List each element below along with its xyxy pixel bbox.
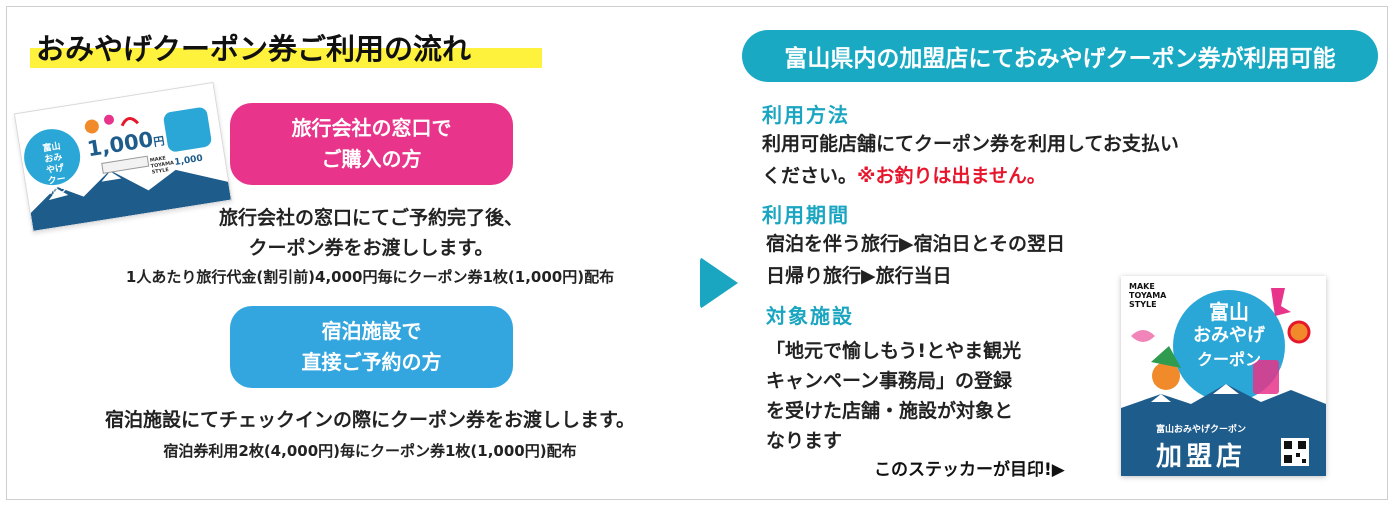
pill-line: 宿泊施設で [321,319,422,343]
title-highlight [30,48,542,68]
sticker-band-big: 加盟店 [1155,442,1246,472]
ticket-yen: 円 [152,134,166,149]
method-line-2: ください。※お釣りは出ません。 [762,160,1179,192]
route1-note: 1人あたり旅行代金(割引前)4,000円毎にクーポン券1枚(1,000円)配布 [125,268,615,286]
flow-arrow-icon [700,257,738,309]
coupon-ticket-art [15,83,231,231]
facility-line: 「地元で愉しもう!とやま観光 [766,340,1022,362]
sticker-style: STYLE [1129,300,1157,309]
no-change-warning: ※お釣りは出ません。 [857,165,1046,187]
sticker-band-small: 富山おみやげクーポン [1155,425,1246,435]
pill-line: 直接ご予約の方 [301,350,442,374]
method-heading: 利用方法 [762,103,850,127]
facility-text: 「地元で愉しもう!とやま観光 キャンペーン事務局」の登録 を受けた店舗・施設が対… [766,336,1021,456]
page-title: おみやげクーポン券ご利用の流れ [36,32,472,66]
pill-line: ご購入の方 [321,147,422,171]
period-line: 日帰り旅行▶旅行当日 [766,265,952,287]
route2-description: 宿泊施設にてチェックインの際にクーポン券をお渡しします。 [104,409,636,431]
method-text: 利用可能店舗にてクーポン券を利用してお支払い ください。※お釣りは出ません。 [762,128,1179,192]
method-line-2a: ください。 [762,165,858,187]
sticker-circle-line: おみやげ [1193,325,1265,346]
sticker-circle-line: 富山 [1209,300,1249,324]
facility-line: キャンペーン事務局」の登録 [766,370,1013,392]
method-line: 利用可能店舗にてクーポン券を利用してお支払い [762,133,1179,155]
coupon-ticket-illustration: 富山おみやげクーポン 1,000円 1,000 MAKE TOYAMA STYL… [13,81,233,233]
route1-description: 旅行会社の窓口にてご予約完了後、 クーポン券をお渡しします。 [86,203,656,263]
availability-banner: 富山県内の加盟店にておみやげクーポン券が利用可能 [742,30,1378,82]
sticker-make: MAKE [1129,282,1155,291]
sticker-art [1121,276,1326,476]
sticker-make-toyama-style: MAKE TOYAMA STYLE [1129,282,1166,309]
pill-line: 旅行会社の窓口で [291,116,452,140]
purchase-at-travel-agency-pill: 旅行会社の窓口で ご購入の方 [230,103,513,185]
member-store-sticker: MAKE TOYAMA STYLE 富山 おみやげ クーポン 富山おみやげクーポ… [1121,276,1326,476]
ticket-style: MAKE TOYAMA STYLE [149,155,175,176]
route1-desc-line: 旅行会社の窓口にてご予約完了後、 [218,207,523,229]
route1-desc-line: クーポン券をお渡しします。 [248,237,494,259]
period-text: 宿泊を伴う旅行▶宿泊日とその翌日 日帰り旅行▶旅行当日 [766,228,1065,292]
period-line: 宿泊を伴う旅行▶宿泊日とその翌日 [766,233,1066,255]
sticker-toyama: TOYAMA [1129,291,1167,300]
period-heading: 利用期間 [762,203,850,227]
sticker-circle-text: 富山 おみやげ クーポン [1179,300,1279,372]
book-directly-at-lodging-pill: 宿泊施設で 直接ご予約の方 [230,306,513,388]
facility-heading: 対象施設 [766,304,854,328]
facility-line: を受けた店舗・施設が対象と [766,400,1014,422]
sticker-note: このステッカーが目印!▶ [874,460,1065,480]
route2-note: 宿泊券利用2枚(4,000円)毎にクーポン券1枚(1,000円)配布 [163,442,577,460]
sticker-circle-line: クーポン [1196,350,1261,369]
facility-line: なります [766,430,843,452]
